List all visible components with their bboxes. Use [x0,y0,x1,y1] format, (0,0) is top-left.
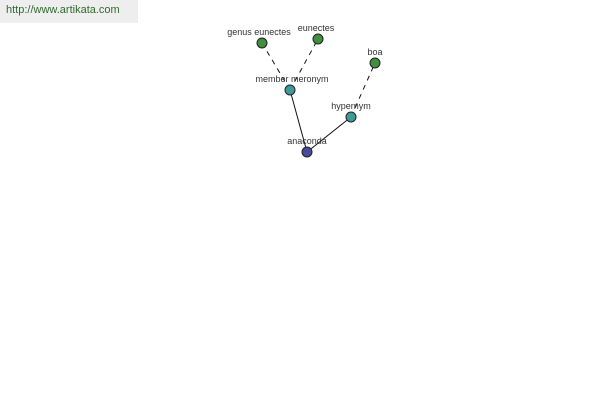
node-eunectes[interactable] [312,33,324,45]
node-label-hypernym[interactable]: hypernym [331,101,371,111]
edge-anaconda-to-hypernym [306,116,352,153]
edge-anaconda-to-member-meronym [289,89,308,153]
node-boa[interactable] [369,57,381,69]
nodes-layer [256,33,381,158]
node-label-boa[interactable]: boa [367,47,382,57]
node-label-eunectes[interactable]: eunectes [298,23,335,33]
node-anaconda[interactable] [301,146,313,158]
source-link[interactable]: http://www.artikata.com [0,0,138,23]
node-label-anaconda[interactable]: anaconda [287,136,327,146]
labels-layer: anaconda member meronym hypernym genus eune… [227,23,382,146]
edges-layer [261,38,376,153]
node-label-genus-eunectes[interactable]: genus eunectes [227,27,291,37]
node-label-member-meronym[interactable]: member meronym [255,74,328,84]
node-genus-eunectes[interactable] [256,37,268,49]
node-hypernym[interactable] [345,111,357,123]
node-member-meronym[interactable] [284,84,296,96]
